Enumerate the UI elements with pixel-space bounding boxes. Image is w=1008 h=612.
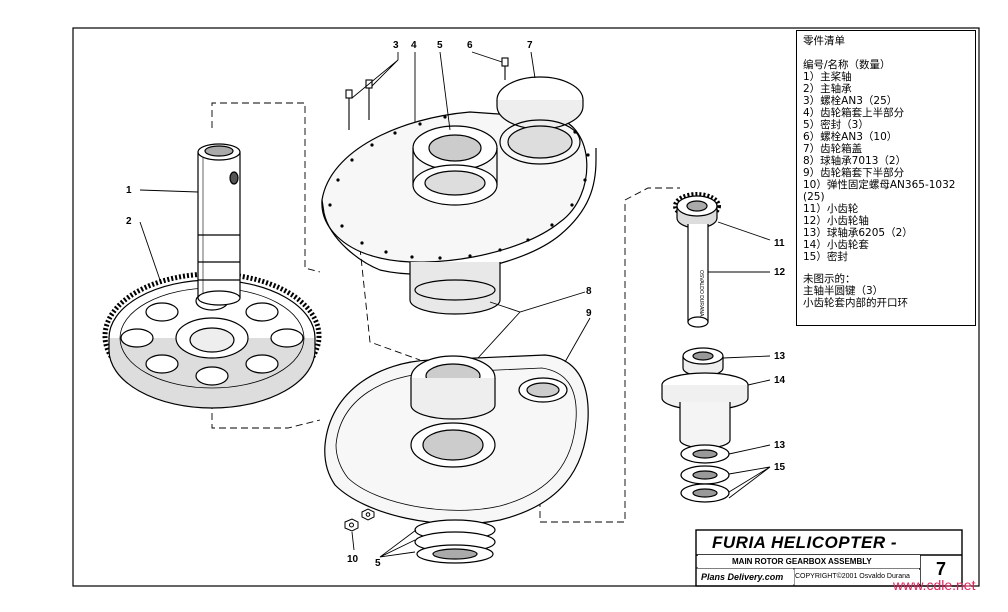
callout-15: 15 (774, 462, 786, 473)
pinion-and-shaft: OSVALDO DURANA (673, 192, 721, 328)
parts-list-item: 1）主桨轴 (803, 71, 852, 83)
callout-2: 2 (126, 216, 132, 227)
publisher-label: Plans Delivery.com (698, 570, 794, 584)
callout-6: 6 (467, 40, 473, 51)
parts-list-item: 10）弹性固定螺母AN365-1032 (803, 179, 956, 191)
pinion-housing-stack (661, 347, 749, 503)
parts-list-item: 13）球轴承6205（2） (803, 227, 913, 239)
parts-list-note: 主轴半圆键（3） (803, 285, 884, 297)
callout-5-lower: 5 (375, 558, 381, 569)
callout-13-lower: 13 (774, 440, 786, 451)
callout-1: 1 (126, 185, 132, 196)
parts-list-item: 6）螺栓AN3（10） (803, 131, 898, 143)
leader-lines (139, 51, 771, 558)
parts-list-title: 零件清单 (803, 35, 845, 47)
parts-list-item: 8）球轴承7013（2） (803, 155, 907, 167)
parts-list-item: 14）小齿轮套 (803, 239, 869, 251)
callout-5: 5 (437, 40, 443, 51)
callout-8: 8 (586, 286, 592, 297)
drawing-subtitle: MAIN ROTOR GEARBOX ASSEMBLY (698, 555, 920, 568)
parts-list-item: 7）齿轮箱盖 (803, 143, 863, 155)
parts-list-item: 4）齿轮箱套上半部分 (803, 107, 905, 119)
upper-housing-bolt-holes (328, 115, 590, 260)
callout-4: 4 (411, 40, 417, 51)
parts-list-item: 12）小齿轮轴 (803, 215, 869, 227)
callout-12: 12 (774, 267, 786, 278)
parts-list-item: 15）密封 (803, 251, 848, 263)
drawing-title: FURIA HELICOPTER - (698, 532, 960, 554)
elastic-stop-nuts (344, 508, 375, 532)
watermark: www.cdle.net (893, 577, 976, 593)
callout-7: 7 (527, 40, 533, 51)
page-number: 7 (922, 556, 960, 582)
parts-list-note-title: 未图示的： (803, 273, 856, 285)
callout-13: 13 (774, 351, 786, 362)
parts-list-item: 2）主轴承 (803, 83, 852, 95)
callout-3: 3 (393, 40, 399, 51)
gearbox-cover (496, 76, 584, 165)
parts-list-item: 9）齿轮箱套下半部分 (803, 167, 905, 179)
callout-10: 10 (347, 554, 359, 565)
parts-list-item: 5）密封（3） (803, 119, 869, 131)
callout-11: 11 (774, 238, 785, 249)
parts-list-item: (25) (803, 191, 825, 203)
parts-list-header: 编号/名称（数量） (803, 59, 891, 71)
main-rotor-shaft (197, 143, 241, 306)
drawing-border (72, 27, 980, 587)
svg-text:OSVALDO DURANA: OSVALDO DURANA (698, 270, 704, 317)
parts-list-box: 零件清单 编号/名称（数量） 1）主桨轴 2）主轴承 3）螺栓AN3（25） 4… (796, 30, 976, 326)
lower-gearbox-housing (324, 354, 589, 525)
parts-list-item: 11）小齿轮 (803, 203, 859, 215)
parts-list-note: 小齿轮套内部的开口环 (803, 297, 908, 309)
callout-labels: 1 2 3 4 5 6 7 8 9 10 5 11 12 13 14 13 15 (126, 40, 786, 569)
copyright-label: COPYRIGHT©2001 Osvaldo Durana (795, 570, 920, 584)
callout-14: 14 (774, 375, 786, 386)
parts-list-item: 3）螺栓AN3（25） (803, 95, 898, 107)
main-bearing-gear (102, 271, 322, 409)
lower-seals (414, 519, 496, 564)
callout-9: 9 (586, 308, 592, 319)
